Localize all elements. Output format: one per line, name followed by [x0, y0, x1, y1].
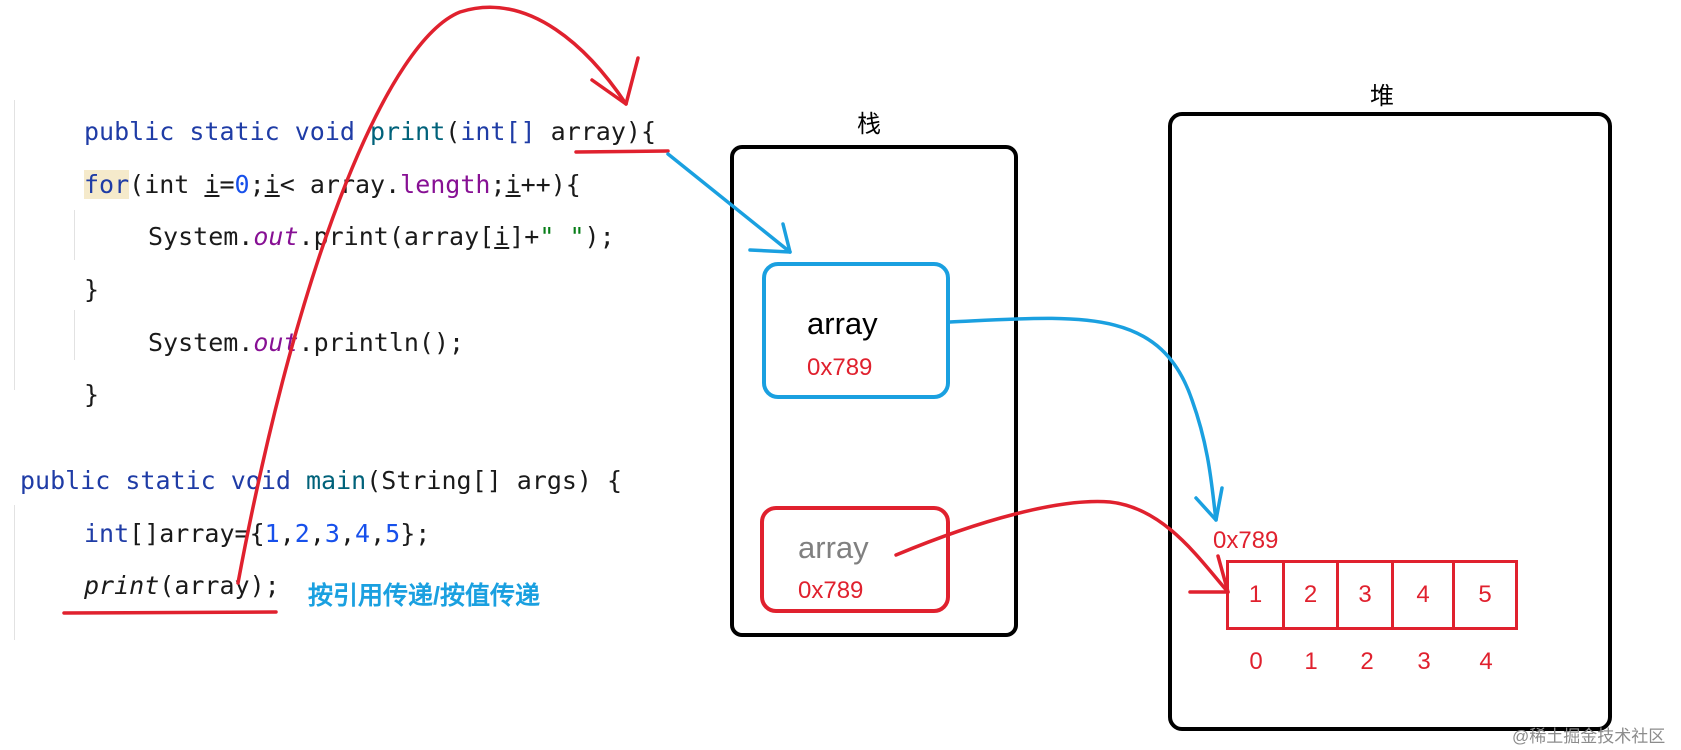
code-for-loop: for(int i=0;i< array.length;i++){: [84, 170, 581, 199]
code-gutter-main: [14, 505, 15, 640]
code-gutter-body: [74, 310, 75, 360]
code-gutter-loop: [74, 210, 75, 260]
code-gutter-outer: [14, 100, 15, 390]
stack-title: 栈: [857, 111, 881, 138]
heap-box: [1168, 112, 1612, 731]
stack-frame-main: [760, 506, 950, 613]
arrow-stack-to-heap: [948, 316, 1218, 522]
arrow-main-to-heap-head: [1188, 554, 1230, 594]
code-print-call: print(array);: [84, 571, 280, 600]
code-array-declaration: int[]array={1,2,3,4,5};: [84, 519, 431, 548]
heap-index-4: 4: [1479, 648, 1493, 675]
underline-call: [62, 610, 278, 615]
arrow-stack-to-heap-head: [1194, 486, 1224, 522]
arrow-call-to-param-head: [590, 56, 640, 106]
arrow-param-to-stack: [666, 152, 792, 254]
heap-index-2: 2: [1360, 648, 1374, 675]
heap-cell-4: 5: [1452, 560, 1518, 630]
code-close-brace-1: }: [84, 275, 100, 304]
watermark: @稀土掘金技术社区: [1512, 727, 1666, 746]
underline-param: [574, 149, 670, 154]
heap-index-1: 1: [1304, 648, 1318, 675]
heap-array-address: 0x789: [1213, 527, 1279, 554]
stack-frame-print: [762, 262, 950, 399]
code-print-signature: public static void print(int[] array){: [84, 117, 657, 146]
pass-by-annotation: 按引用传递/按值传递: [308, 582, 540, 610]
arrow-call-to-param: [236, 5, 628, 585]
heap-title: 堆: [1370, 83, 1394, 110]
arrow-param-to-stack-head: [748, 222, 792, 254]
arrow-main-to-heap: [894, 499, 1230, 594]
code-println-statement: System.out.println();: [148, 328, 465, 357]
heap-index-3: 3: [1417, 648, 1431, 675]
heap-index-0: 0: [1249, 648, 1263, 675]
stack-frame-print-addr: 0x789: [807, 354, 873, 381]
code-close-brace-2: }: [84, 380, 100, 409]
stack-frame-main-addr: 0x789: [798, 577, 864, 604]
stack-frame-main-var: array: [798, 530, 869, 565]
stack-box: [730, 145, 1018, 637]
code-print-statement: System.out.print(array[i]+" ");: [148, 222, 615, 251]
stack-frame-print-var: array: [807, 306, 878, 341]
